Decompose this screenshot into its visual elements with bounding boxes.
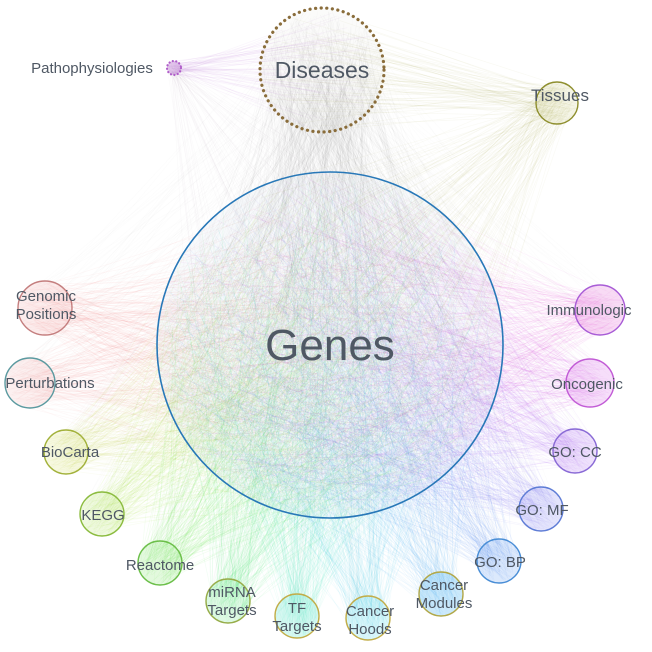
label-pathophysiologies: Pathophysiologies <box>31 60 153 77</box>
label-go-cc: GO: CC <box>548 444 602 461</box>
label-go-mf: GO: MF <box>515 502 568 519</box>
node-go-bp[interactable] <box>476 538 522 584</box>
label-biocarta: BioCarta <box>41 444 100 461</box>
edge-bundles-layer <box>4 12 625 639</box>
label-reactome: Reactome <box>126 557 194 574</box>
label-go-bp: GO: BP <box>474 554 526 571</box>
node-immunologic[interactable] <box>574 284 626 336</box>
edge-bundle-genes-pathophysiologies <box>166 62 495 506</box>
label-diseases: Diseases <box>275 57 370 83</box>
label-tf-targets: Targets <box>272 618 321 635</box>
node-perturbations[interactable] <box>4 357 56 409</box>
node-pathophysiologies[interactable] <box>165 59 183 77</box>
label-oncogenic: Oncogenic <box>551 376 623 393</box>
node-tf-targets[interactable] <box>274 593 320 639</box>
edge-bundle-genes-go-cc <box>178 174 595 511</box>
label-cancer-hoods: Cancer <box>346 603 394 620</box>
label-genomic-positions: Positions <box>16 306 77 323</box>
edge-bundle-genes-reactome <box>139 187 493 585</box>
edge-bundle-genes-cancer-hoods <box>161 180 477 639</box>
edge-bundle-genes-kegg <box>81 175 474 535</box>
edge-bundle-diseases-tissues <box>262 18 577 132</box>
label-cancer-hoods: Hoods <box>348 621 391 638</box>
edge-bundle-genes-tissues <box>171 82 577 507</box>
node-cancer-modules[interactable] <box>418 571 464 617</box>
label-genomic-positions: Genomic <box>16 288 77 305</box>
label-tf-targets: TF <box>288 600 306 617</box>
label-tissues: Tissues <box>531 86 589 105</box>
edge-bundle-genes-oncogenic <box>164 176 614 515</box>
label-cancer-modules: Modules <box>416 595 473 612</box>
label-perturbations: Perturbations <box>5 375 94 392</box>
label-cancer-modules: Cancer <box>420 577 468 594</box>
edge-bundle-genes-genomic-positions <box>20 179 497 506</box>
node-genes[interactable] <box>156 171 504 519</box>
node-oncogenic[interactable] <box>565 358 615 408</box>
node-genomic-positions[interactable] <box>17 280 73 336</box>
node-biocarta[interactable] <box>43 429 89 475</box>
edge-bundle-genes-cancer-modules <box>164 175 503 616</box>
node-mirna-targets[interactable] <box>205 578 251 624</box>
edge-bundle-genes-perturbations <box>4 178 500 515</box>
edge-bundle-genes-mirna-targets <box>164 179 498 622</box>
nodes-layer <box>4 6 626 641</box>
label-genes: Genes <box>265 321 395 370</box>
label-kegg: KEGG <box>81 507 124 524</box>
label-mirna-targets: Targets <box>207 602 256 619</box>
edge-bundle-genes-go-bp <box>164 178 522 581</box>
label-mirna-targets: miRNA <box>208 584 256 601</box>
node-reactome[interactable] <box>137 540 183 586</box>
edge-bundle-genes-go-mf <box>168 185 563 531</box>
node-tissues[interactable] <box>535 81 579 125</box>
node-cancer-hoods[interactable] <box>345 595 391 641</box>
node-go-cc[interactable] <box>552 428 598 474</box>
node-diseases[interactable] <box>258 6 386 134</box>
labels-layer: Genes Diseases PathophysiologiesTissuesGen… <box>5 57 632 638</box>
edge-bundle-genes-immunologic <box>159 172 625 498</box>
node-kegg[interactable] <box>79 491 125 537</box>
node-go-mf[interactable] <box>518 486 564 532</box>
label-immunologic: Immunologic <box>546 302 632 319</box>
edge-bundle-diseases-pathophysiologies <box>167 12 383 129</box>
